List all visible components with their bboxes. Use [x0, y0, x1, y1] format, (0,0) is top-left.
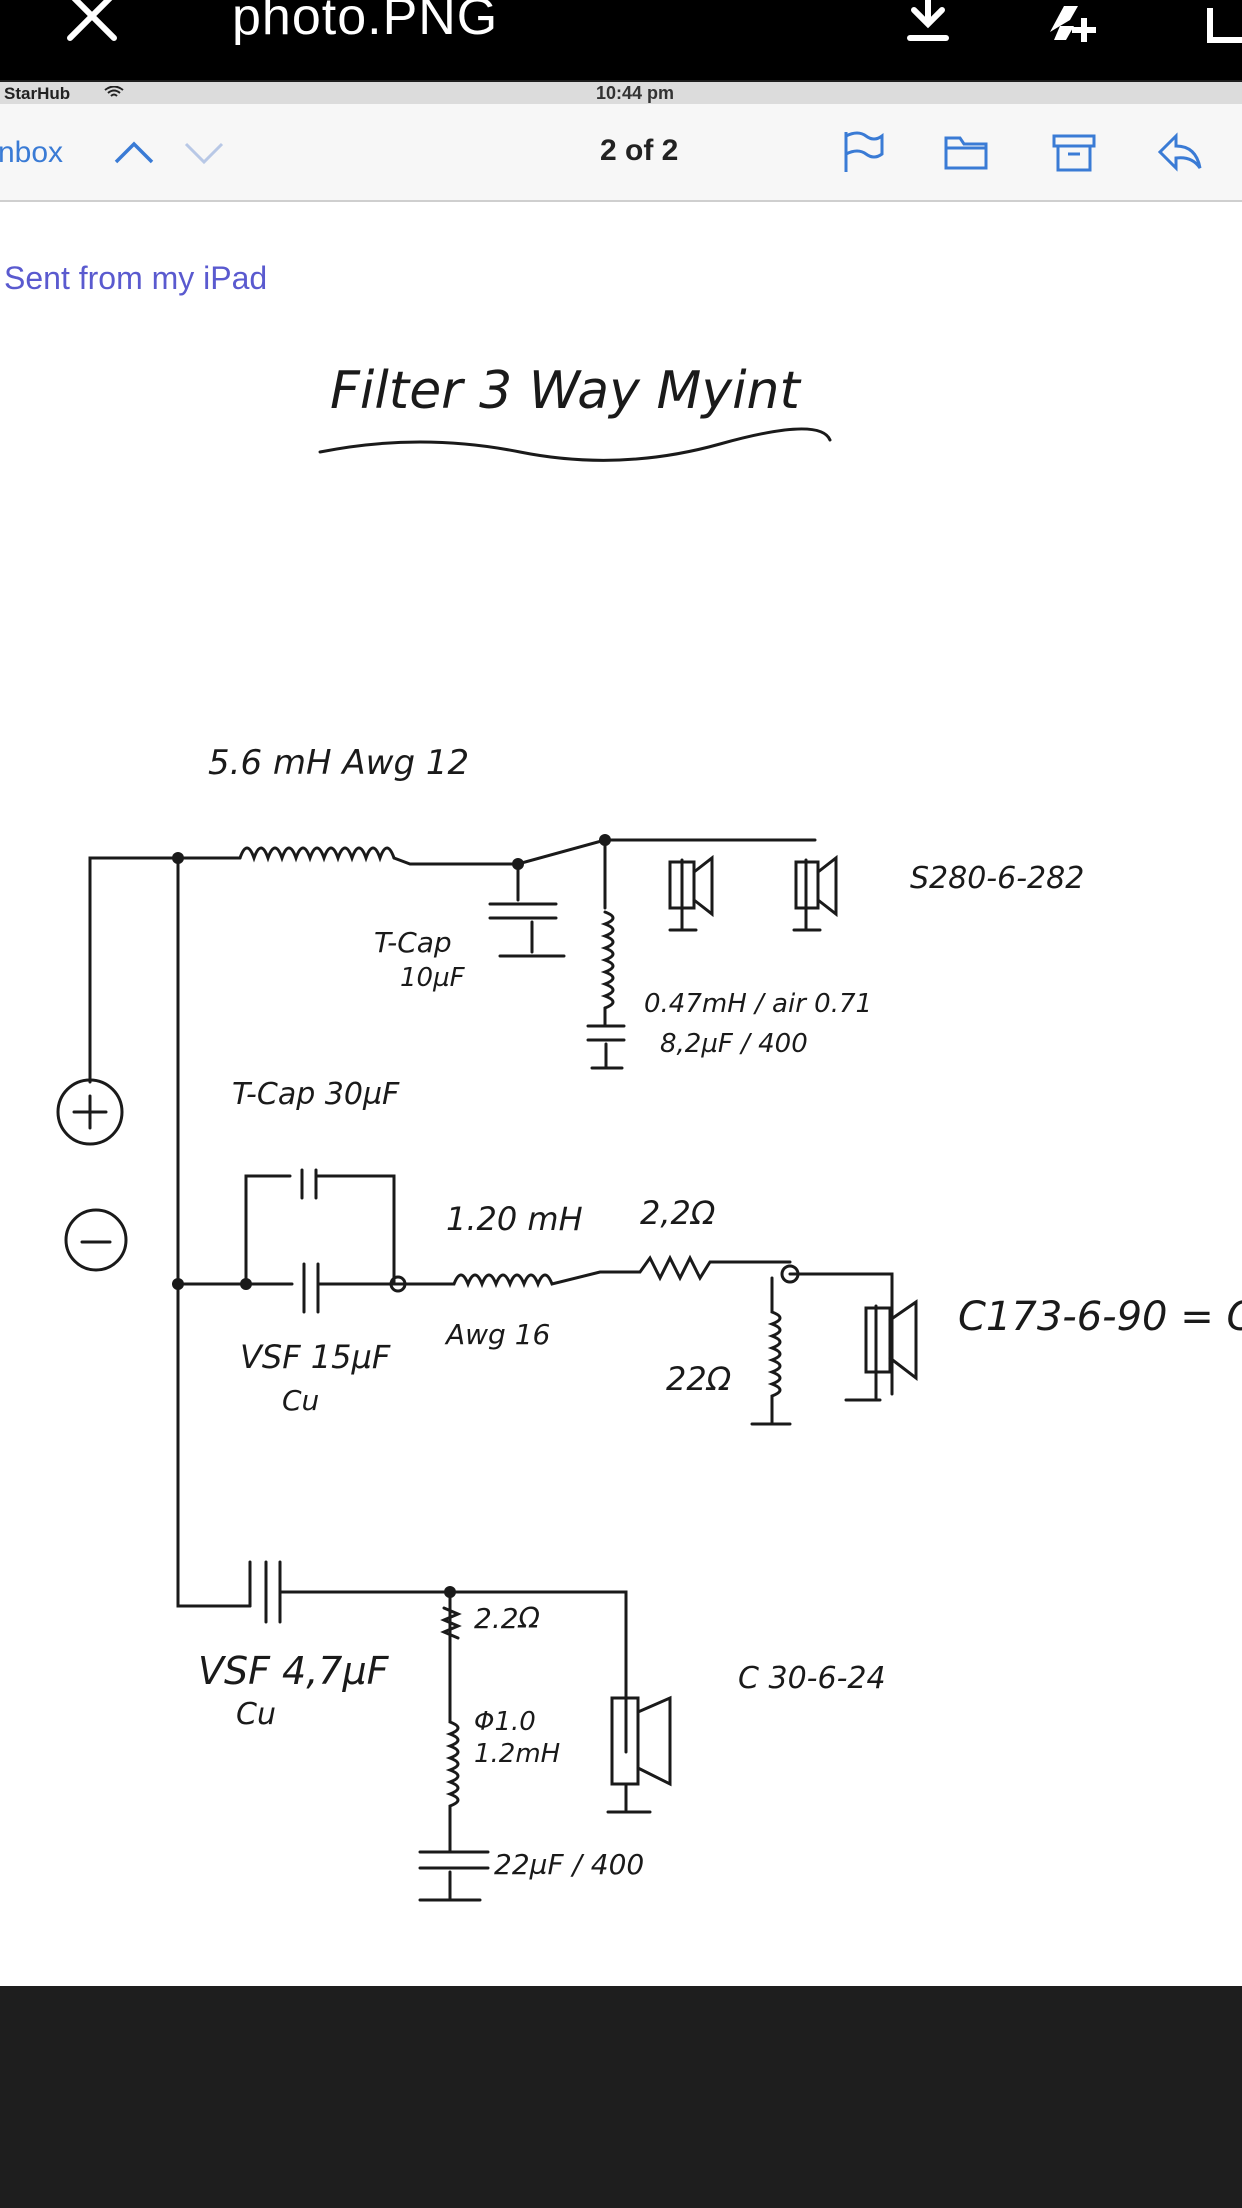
flag-icon[interactable]: [838, 128, 886, 176]
download-icon[interactable]: [900, 0, 956, 50]
tweeter-driver-label: C 30-6-24: [738, 1661, 886, 1696]
status-time: 10:44 pm: [596, 83, 675, 103]
reply-icon[interactable]: [1156, 128, 1204, 176]
woofer-driver-label: S280-6-282: [910, 861, 1084, 896]
chevron-up-icon[interactable]: [112, 130, 156, 174]
mid-cap-top-label: T-Cap 30µF: [232, 1077, 400, 1112]
crossover-schematic: Filter 3 Way Myint 5.6 mH Awg 12 T-Cap 1…: [56, 361, 1242, 1902]
tweeter-notch-cap-label: 22µF / 400: [494, 1848, 644, 1881]
woofer-cap-label: T-Cap: [374, 926, 452, 959]
tweeter-coil-wire-label: Φ1.0: [474, 1707, 536, 1737]
woofer-coil-label: 5.6 mH Awg 12: [208, 743, 469, 783]
message-counter: 2 of 2: [600, 134, 679, 167]
viewer-title: photo.PNG: [232, 0, 499, 46]
mid-coil-sub: Awg 16: [444, 1318, 550, 1351]
email-signature: Sent from my iPad: [4, 260, 268, 296]
mail-navigation: nbox 2 of 2: [0, 104, 1242, 202]
inbox-back-link[interactable]: nbox: [0, 136, 64, 169]
mid-cap-bottom-label: VSF 15µF: [240, 1338, 391, 1376]
carrier-label: StarHub: [4, 84, 71, 103]
mid-driver-label: C173-6-90 = C1: [958, 1294, 1242, 1340]
tweeter-cap-label: VSF 4,7µF: [198, 1649, 390, 1693]
status-bar: StarHub 10:44 pm: [0, 82, 1242, 104]
schematic-title: Filter 3 Way Myint: [330, 361, 801, 421]
mid-coil-label: 1.20 mH: [446, 1200, 583, 1238]
tweeter-cap-sub: Cu: [236, 1697, 276, 1732]
share-icon[interactable]: [1200, 0, 1242, 50]
drive-add-icon[interactable]: [1044, 0, 1100, 50]
archive-icon[interactable]: [1050, 128, 1098, 176]
mid-resistor-label: 2,2Ω: [640, 1194, 716, 1232]
tweeter-resistor-label: 2.2Ω: [474, 1602, 541, 1635]
chevron-down-icon[interactable]: [182, 130, 226, 174]
folder-icon[interactable]: [942, 128, 990, 176]
woofer-notch-cap-label: 8,2µF / 400: [660, 1029, 808, 1059]
email-screenshot: StarHub 10:44 pm nbox 2 of 2 Sent from m…: [0, 82, 1242, 1986]
tweeter-coil-label: 1.2mH: [474, 1739, 560, 1769]
mid-cap-bottom-sub: Cu: [282, 1384, 319, 1417]
woofer-cap-value: 10µF: [400, 963, 466, 993]
close-icon[interactable]: [62, 0, 122, 48]
wifi-icon: [104, 86, 124, 97]
mid-shunt-resistor-label: 22Ω: [666, 1360, 732, 1398]
woofer-notch-coil-label: 0.47mH / air 0.71: [644, 989, 872, 1019]
viewer-toolbar: photo.PNG: [0, 0, 1242, 80]
